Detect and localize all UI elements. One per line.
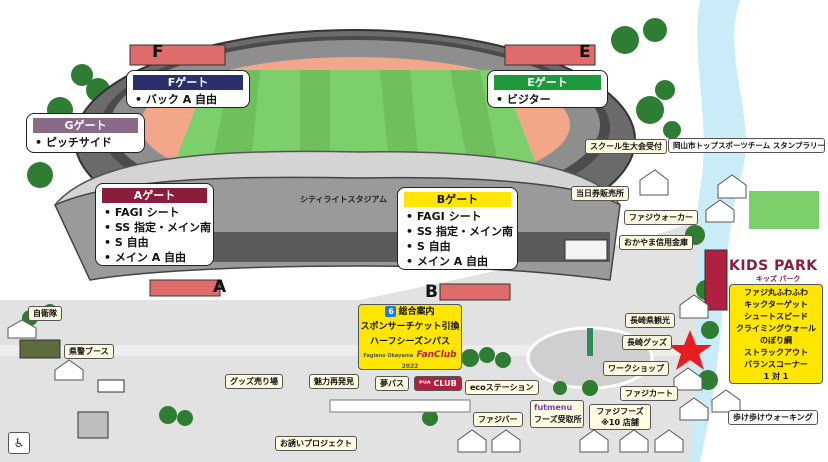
gate-b-title: Bゲート (404, 192, 511, 207)
gate-a-structure (149, 279, 221, 297)
wheelchair-icon: ♿ (8, 432, 30, 454)
kids-park-list: ファジ丸ふわふわ キックターゲット シュートスピード クライミングウォール のぼ… (729, 284, 823, 384)
gate-letter-b: B (425, 282, 438, 302)
fanclub-logo: Fagiano Okayama FanClub 2022 (359, 350, 461, 372)
gate-e-box: Eゲート ビジター (487, 70, 608, 108)
tag-invite-project: お誘いプロジェクト (275, 436, 357, 451)
kids-park-item: ファジ丸ふわふわ (744, 288, 808, 297)
futmenu-reception: フーズ受取所 (534, 415, 582, 424)
tag-eco-station: ecoステーション (465, 380, 539, 395)
gate-b-item: メイン A 自由 (406, 254, 511, 269)
kids-park-title: KIDS PARK (729, 258, 818, 274)
info-center-title: 総合案内 (398, 307, 435, 317)
gate-a-list: FAGI シート SS 指定・メイン南 S 自由 メイン A 自由 (96, 205, 213, 265)
tag-workshop: ワークショップ (603, 361, 669, 376)
gate-g-list: ピッチサイド (27, 135, 144, 150)
gate-e-item: ビジター (496, 92, 601, 107)
gate-b-box: Bゲート FAGI シート SS 指定・メイン南 S 自由 メイン A 自由 (397, 187, 518, 270)
stadium-name: シティライトスタジアム (300, 195, 387, 204)
tag-pua-club: ᴾᵁᴬ CLUB (414, 376, 462, 391)
gate-g-item: ピッチサイド (35, 135, 138, 150)
gate-e-structure (504, 44, 596, 66)
tag-fagi-bar: ファジバー (473, 412, 523, 427)
gate-a-item: FAGI シート (104, 205, 207, 220)
fagi-foods-sub: ※10 店舗 (601, 418, 639, 427)
tag-okayama-stamp-rally: 岡山市トップスポーツチーム スタンプラリー (668, 138, 825, 153)
fanclub-year: 2022 (401, 363, 419, 370)
gate-a-item: S 自由 (104, 235, 207, 250)
tents (7, 169, 747, 453)
gate-a-item: メイン A 自由 (104, 250, 207, 265)
kids-park-dome (704, 249, 728, 311)
tag-kenkei-booth: 県警ブース (64, 344, 114, 359)
gate-g-box: Gゲート ピッチサイド (26, 113, 145, 153)
gate-b-list: FAGI シート SS 指定・メイン南 S 自由 メイン A 自由 (398, 209, 517, 269)
gate-e-list: ビジター (488, 92, 607, 107)
info-center-line-2: スポンサーチケット引換 (360, 322, 460, 332)
fagi-foods-box: ファジフーズ ※10 店舗 (589, 404, 651, 430)
kids-park-item: シュートスピード (744, 312, 808, 321)
gate-f-title: Fゲート (133, 75, 243, 90)
tag-fagi-walker: ファジウォーカー (624, 210, 698, 225)
gate-g-title: Gゲート (33, 118, 138, 133)
gate-a-item: SS 指定・メイン南 (104, 220, 211, 235)
plaza-ground (0, 220, 700, 462)
kids-park-item: クライミングウォール (736, 324, 816, 333)
tag-charm-rediscovery: 魅力再発見 (309, 374, 359, 389)
gate-b-structure (439, 283, 511, 301)
gate-letter-f: F (152, 42, 164, 62)
gate-b-item: FAGI シート (406, 209, 511, 224)
gate-b-item: SS 指定・メイン南 (406, 224, 513, 239)
kids-park-field (747, 189, 821, 231)
tag-school-reception: スクール生大会受付 (585, 139, 667, 154)
gate-letter-e: E (579, 42, 591, 62)
gate-f-item: バック A 自由 (135, 92, 243, 107)
pitch (170, 70, 540, 175)
info-center-line-3: ハーフシーズンパス (369, 337, 450, 347)
tag-same-day-ticket: 当日券販売所 (571, 186, 629, 201)
info-center-icon: 6 (385, 306, 397, 317)
kids-park-item: のぼり綱 (760, 336, 792, 345)
kids-park-item: ストラックアウト (744, 348, 808, 357)
tag-shinkin: おかやま信用金庫 (619, 235, 693, 250)
tag-jieitai: 自衛隊 (28, 306, 62, 321)
bus (564, 239, 608, 261)
road-strip (0, 345, 700, 356)
gate-f-list: バック A 自由 (127, 92, 249, 107)
army-truck (19, 339, 61, 359)
tag-aruki-walking: 歩け歩けウォーキング (728, 410, 818, 425)
white-banner-row (329, 399, 471, 413)
kids-park-item: 1 対 1 (763, 372, 789, 381)
futmenu-logo: futmenu (534, 403, 573, 412)
fanclub-sub: Fagiano Okayama (363, 353, 414, 359)
gate-a-box: Aゲート FAGI シート SS 指定・メイン南 S 自由 メイン A 自由 (95, 183, 214, 266)
fanclub-name: FanClub (416, 350, 457, 360)
tag-goods-sales: グッズ売り場 (225, 374, 283, 389)
gate-a-title: Aゲート (102, 188, 207, 203)
police-car (97, 379, 125, 393)
location-star (668, 330, 712, 370)
tag-fagi-cart: ファジカート (620, 386, 678, 401)
toilet-block (77, 411, 109, 439)
gate-f-box: Fゲート バック A 自由 (126, 70, 250, 108)
gate-e-title: Eゲート (494, 75, 601, 90)
tag-nagasaki-goods: 長崎グッズ (622, 335, 672, 350)
gate-b-item: S 自由 (406, 239, 511, 254)
statue (587, 328, 593, 356)
kids-park-subtitle: キッズ パーク (756, 275, 801, 283)
gate-letter-a: A (213, 277, 227, 297)
kids-park-item: キックターゲット (744, 300, 808, 309)
tag-dream-pass: 夢パス (375, 376, 409, 391)
tag-nagasaki-kanko: 長崎県観光 (625, 313, 675, 328)
futmenu-box: futmenu フーズ受取所 (530, 400, 584, 428)
fagi-foods-title: ファジフーズ (596, 407, 644, 416)
kids-park-item: バランスコーナー (744, 360, 808, 369)
gate-f-structure (129, 44, 226, 66)
